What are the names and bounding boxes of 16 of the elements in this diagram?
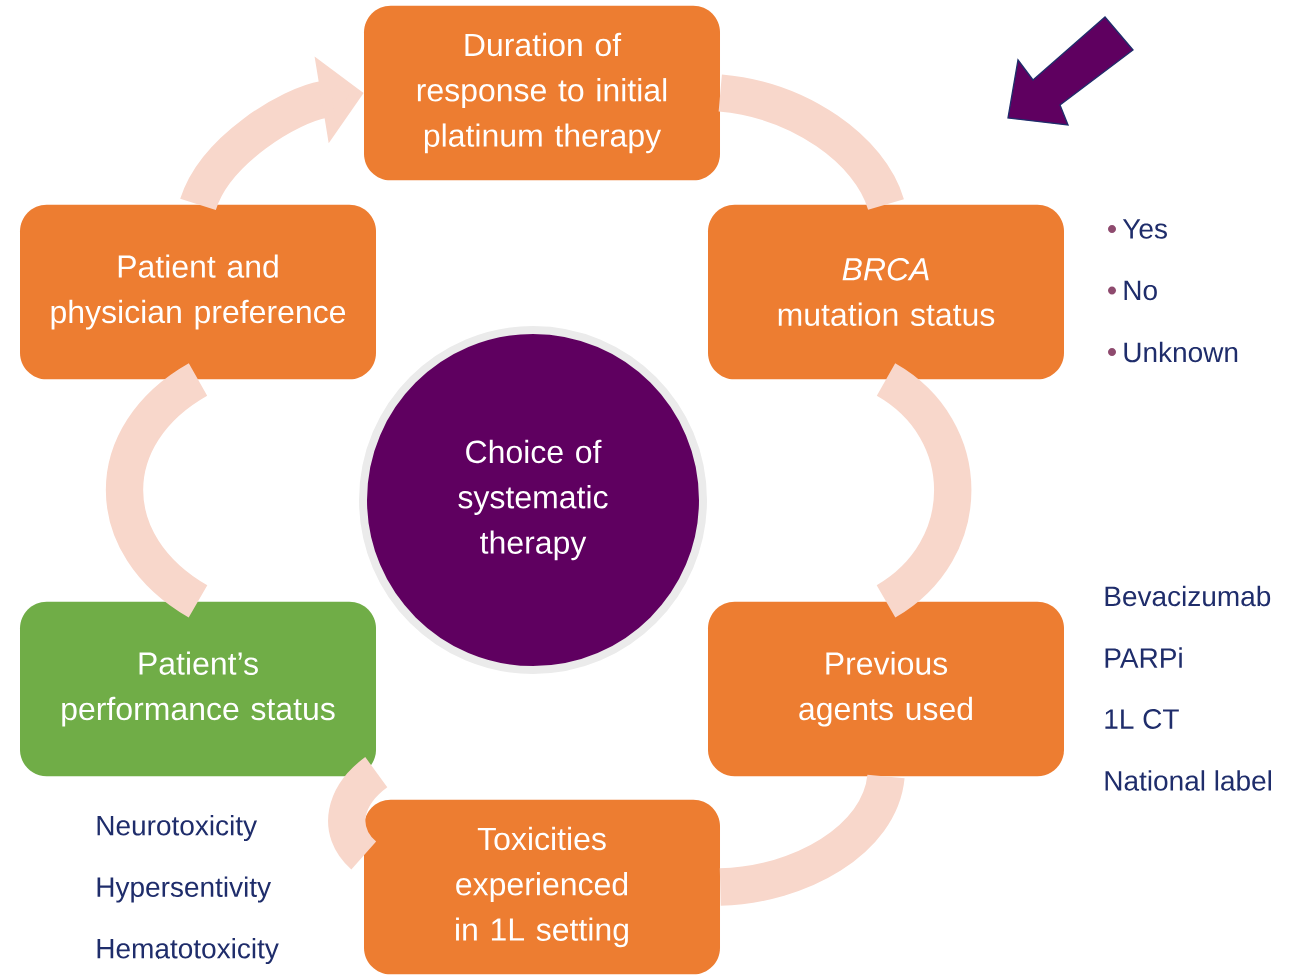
factor-box: Patient’s performance status — [20, 601, 376, 777]
list-item: National label — [1105, 770, 1271, 791]
list-item: Hypersentivity — [97, 876, 272, 903]
list-item: Hematotoxicity — [97, 937, 279, 965]
factor-box: Toxicities experienced in 1L setting — [364, 799, 720, 975]
factor-box: Patient and physician preference — [20, 204, 376, 380]
list-item: Neurotoxicity — [97, 814, 258, 842]
factor-box: Duration of response to initial platinum therapy — [364, 5, 720, 181]
list-item: Bevacizumab — [1105, 585, 1271, 607]
list-item: Unknown — [1124, 341, 1238, 363]
list-item: No — [1124, 280, 1157, 301]
list-item: Yes — [1122, 219, 1167, 239]
list-item: PARPi — [1105, 647, 1182, 668]
factor-box: BRCA mutation status — [708, 204, 1064, 380]
list-item: 1L CT — [1105, 709, 1179, 729]
factor-box: Previous agents used — [708, 601, 1064, 777]
